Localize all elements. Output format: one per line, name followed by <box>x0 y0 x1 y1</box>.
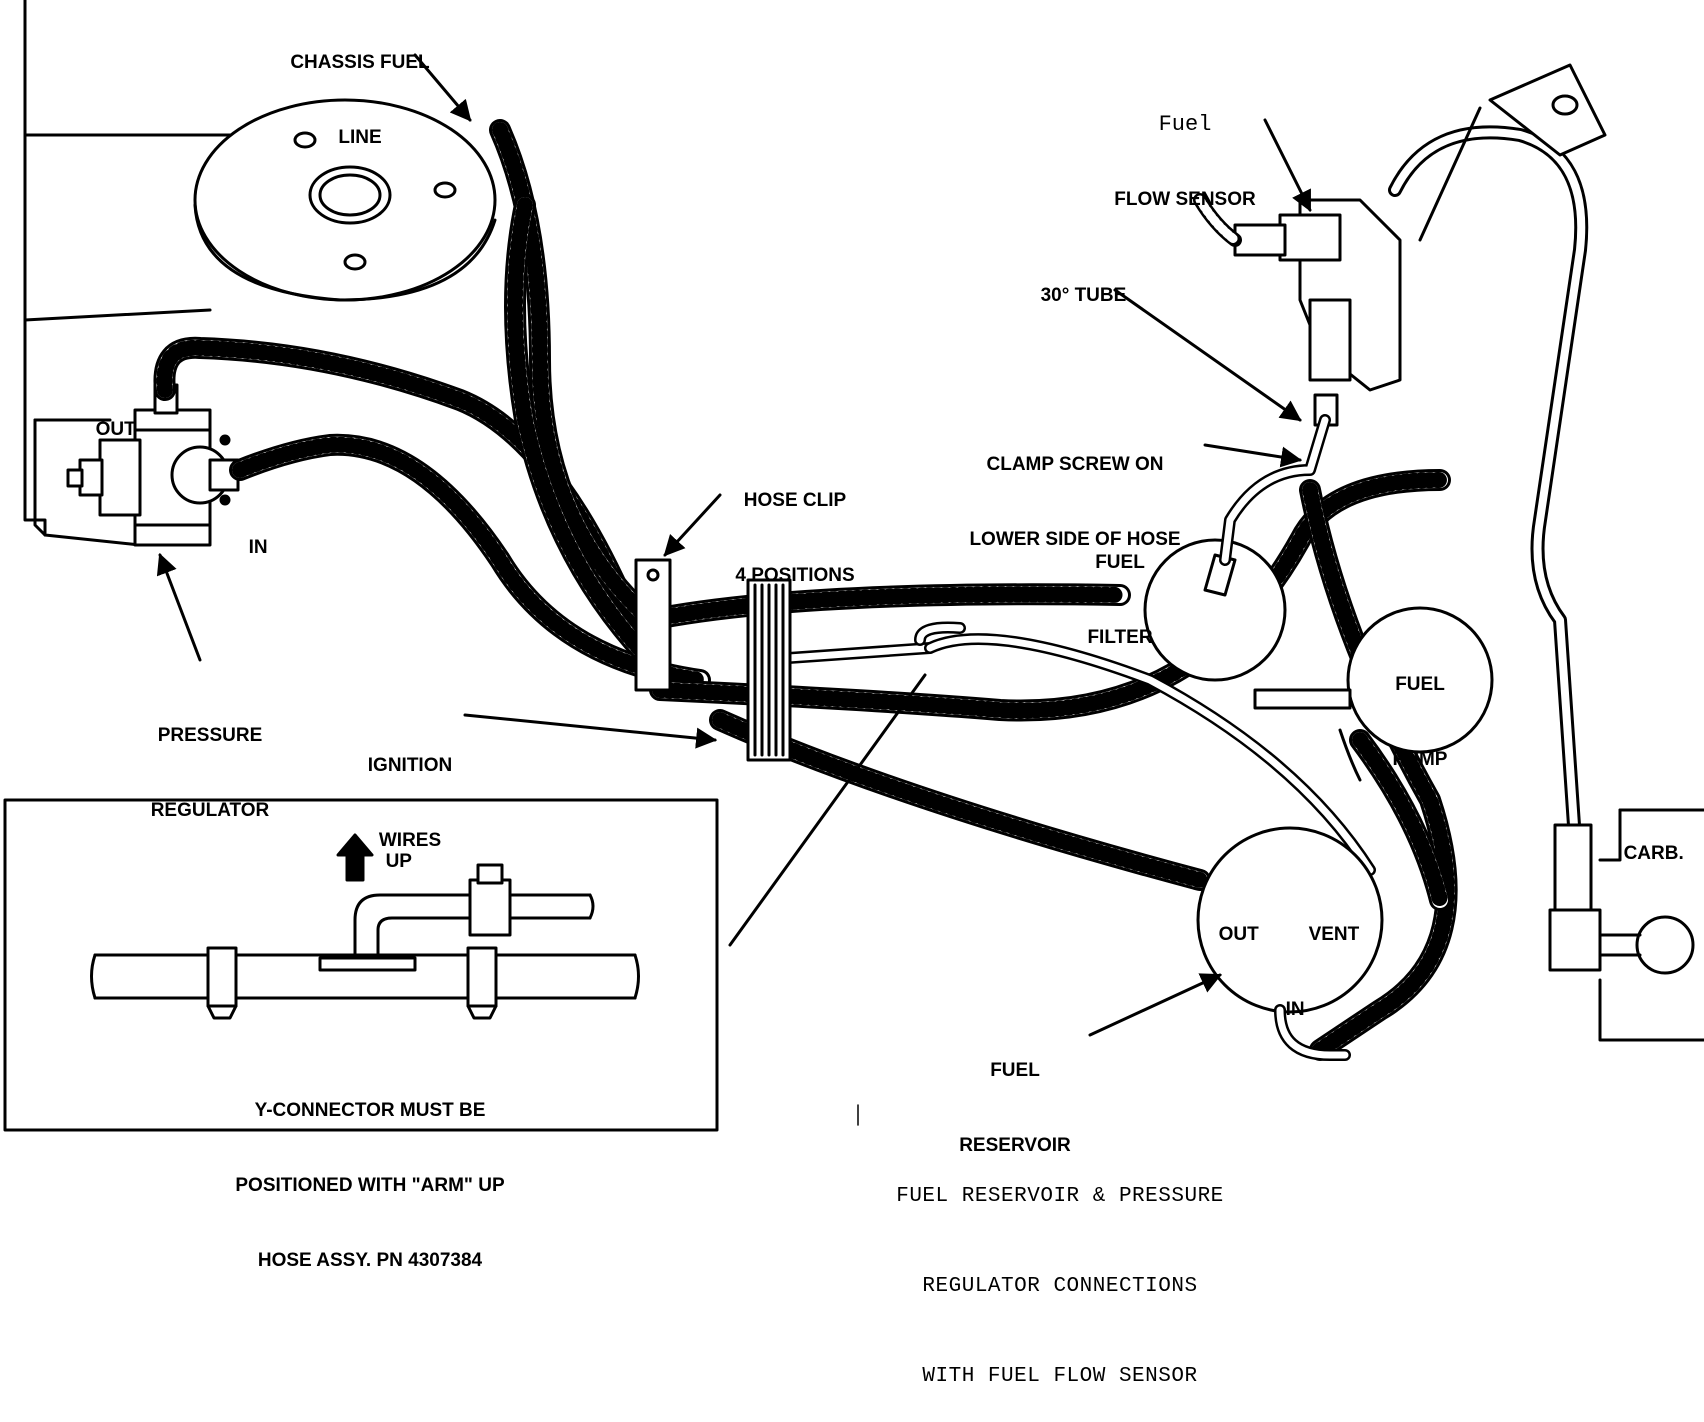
carb-feed-line <box>1388 125 1695 975</box>
fuel-hoses <box>153 119 1458 1061</box>
clamp-screw-text-1: CLAMP SCREW ON <box>986 454 1164 475</box>
pressure-regulator-text-2: REGULATOR <box>150 800 270 821</box>
ignition-wires-text-1: IGNITION <box>367 755 453 776</box>
ignition-wires-text-2: WIRES <box>378 830 442 851</box>
thirty-degree-tube-text: 30° TUBE <box>1040 285 1127 306</box>
inset-note: Y-CONNECTOR MUST BE POSITIONED WITH "ARM… <box>140 1048 600 1298</box>
fuel-filter-text-2: FILTER <box>1087 627 1153 648</box>
reservoir-out-text: OUT <box>1218 924 1259 945</box>
fuel-flow-sensor-text-1: Fuel <box>1158 112 1212 137</box>
fuel-reservoir-label: FUEL RESERVOIR <box>945 1008 1085 1183</box>
regulator-out-text: OUT <box>95 419 136 440</box>
hose-clip-text-2: 4 POSITIONS <box>735 565 855 586</box>
fuel-pump-text-2: PUMP <box>1392 749 1448 770</box>
mounting-bracket <box>1418 63 1607 242</box>
fuel-reservoir-text-1: FUEL <box>990 1060 1040 1081</box>
inset-box <box>3 798 719 1132</box>
regulator-out-label: OUT <box>85 392 136 442</box>
pressure-regulator-text-1: PRESSURE <box>157 725 263 746</box>
fuel-pump-label: FUEL PUMP <box>1370 622 1470 797</box>
fuel-filter-label: FUEL FILTER <box>1065 500 1175 675</box>
clamp-screw-label: CLAMP SCREW ON LOWER SIDE OF HOSE <box>945 402 1205 577</box>
carb-label: CARB. <box>1613 816 1684 866</box>
fuel-filter-text-1: FUEL <box>1095 552 1145 573</box>
inset-up-text: UP <box>385 851 412 872</box>
chassis-fuel-line-text-2: LINE <box>338 127 382 148</box>
hose-clip-text-1: HOSE CLIP <box>743 490 847 511</box>
pressure-regulator <box>33 383 240 547</box>
hose-clip-label: HOSE CLIP 4 POSITIONS <box>715 438 875 613</box>
reservoir-vent-label: VENT <box>1298 897 1360 947</box>
fuel-pump-text-1: FUEL <box>1395 674 1445 695</box>
figure-caption-line-3: WITH FUEL FLOW SENSOR <box>922 1365 1198 1388</box>
carburetor <box>1598 808 1704 1042</box>
fuel-reservoir-text-2: RESERVOIR <box>959 1135 1071 1156</box>
pressure-regulator-label: PRESSURE REGULATOR <box>130 673 290 848</box>
figure-caption: FUEL RESERVOIR & PRESSURE REGULATOR CONN… <box>860 1122 1260 1422</box>
inset-note-line-2: POSITIONED WITH "ARM" UP <box>235 1175 505 1196</box>
clamp-screw-text-2: LOWER SIDE OF HOSE <box>969 529 1181 550</box>
fuel-flow-sensor-label: Fuel FLOW SENSOR <box>1100 62 1270 237</box>
ignition-wire-separator <box>746 578 792 762</box>
fuel-system-diagram <box>3 0 1704 1132</box>
engine-block <box>23 0 497 547</box>
fuel-filter <box>1143 538 1287 682</box>
regulator-in-label: IN <box>238 510 268 560</box>
leader-arrows <box>156 53 1312 1037</box>
fuel-flow-sensor-text-2: FLOW SENSOR <box>1114 189 1256 210</box>
thirty-degree-tube <box>1219 414 1331 566</box>
reservoir-vent-text: VENT <box>1308 924 1360 945</box>
ignition-wires-label: IGNITION WIRES <box>340 703 480 878</box>
fuel-reservoir <box>1196 826 1384 1061</box>
carb-text: CARB. <box>1623 843 1684 864</box>
reservoir-out-label: OUT <box>1208 897 1259 947</box>
hose-clip <box>634 558 672 692</box>
chassis-fuel-line-text-1: CHASSIS FUEL <box>290 52 430 73</box>
regulator-in-text: IN <box>248 537 268 558</box>
chassis-fuel-line-label: CHASSIS FUEL LINE <box>270 0 450 175</box>
fuel-flow-sensor <box>1193 193 1402 427</box>
figure-caption-line-1: FUEL RESERVOIR & PRESSURE <box>896 1185 1224 1208</box>
thirty-degree-tube-label: 30° TUBE <box>1030 258 1127 308</box>
fuel-pump <box>1253 606 1494 782</box>
reservoir-in-label: IN <box>1275 972 1305 1022</box>
inset-up-label: UP <box>375 824 412 874</box>
reservoir-in-text: IN <box>1285 999 1305 1020</box>
figure-caption-line-2: REGULATOR CONNECTIONS <box>922 1275 1198 1298</box>
inset-note-line-1: Y-CONNECTOR MUST BE <box>254 1100 486 1121</box>
inset-note-line-3: HOSE ASSY. PN 4307384 <box>257 1250 483 1271</box>
